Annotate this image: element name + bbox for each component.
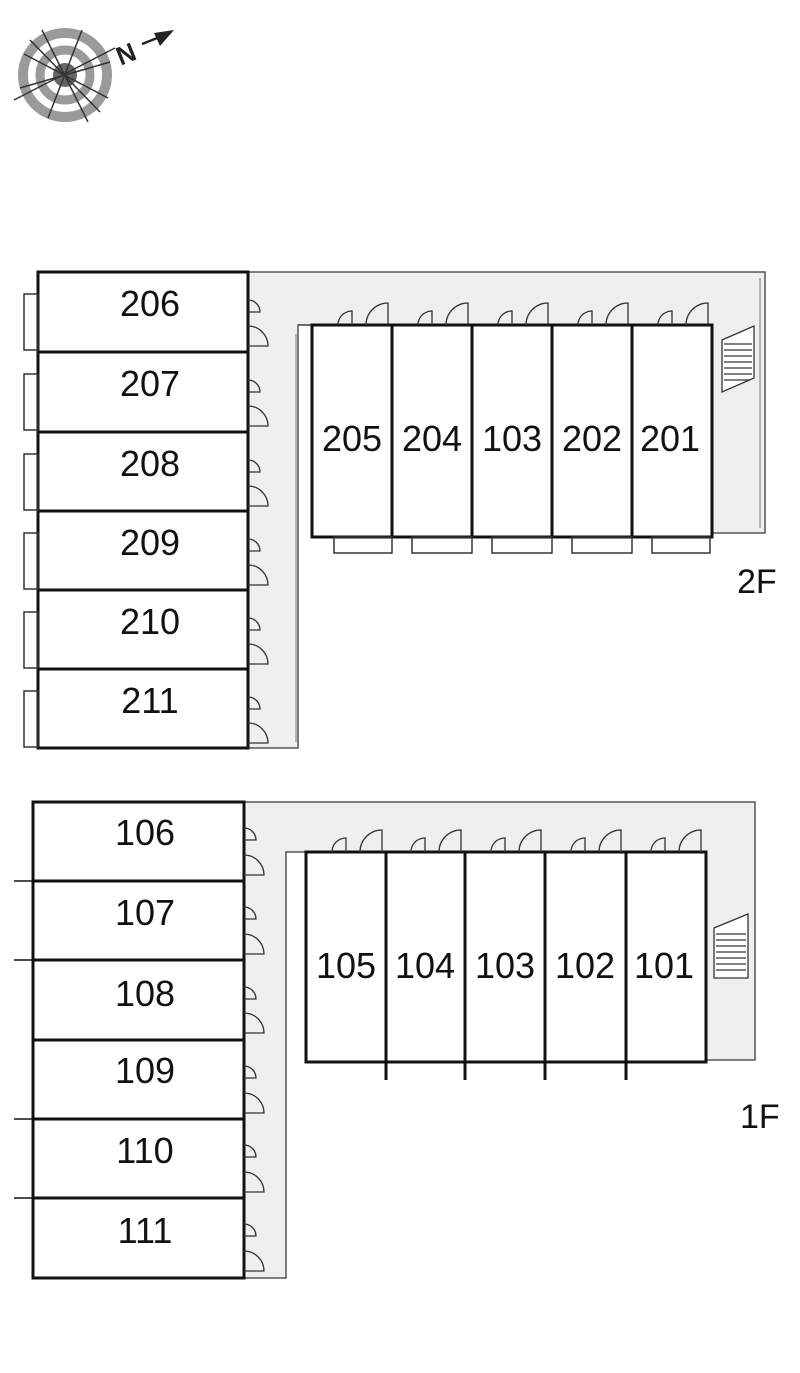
east-units-1f: 105 104 103 102 101 (304, 829, 708, 1080)
unit-105: 105 (316, 945, 376, 986)
unit-201: 201 (640, 418, 700, 459)
unit-107: 107 (115, 892, 175, 933)
floor-label-1f: 1F (740, 1098, 780, 1136)
unit-110: 110 (116, 1130, 173, 1171)
unit-108: 108 (115, 973, 175, 1014)
unit-209: 209 (120, 522, 180, 563)
north-label: N (112, 36, 141, 71)
unit-208: 208 (120, 443, 180, 484)
unit-102: 102 (555, 945, 615, 986)
compass-icon: N (13, 28, 174, 123)
unit-101: 101 (634, 945, 694, 986)
floor-label-2f: 2F (737, 563, 777, 601)
unit-207: 207 (120, 363, 180, 404)
floor-2f: 206 207 208 209 210 211 (23, 270, 777, 750)
unit-111: 111 (118, 1210, 173, 1251)
unit-106: 106 (115, 812, 175, 853)
unit-210: 210 (120, 601, 180, 642)
unit-202: 202 (562, 418, 622, 459)
east-units-2f: 205 204 103 202 201 (310, 302, 714, 554)
west-units-1f: 106 107 108 109 110 111 (14, 800, 265, 1280)
unit-109: 109 (115, 1050, 175, 1091)
unit-103-upper: 103 (482, 418, 542, 459)
floor-1f: 106 107 108 109 110 111 105 104 103 (14, 800, 780, 1280)
stairs-icon (721, 325, 755, 393)
stairs-icon (713, 913, 749, 979)
unit-206: 206 (120, 283, 180, 324)
unit-205: 205 (322, 418, 382, 459)
west-units-2f: 206 207 208 209 210 211 (23, 270, 269, 750)
unit-204: 204 (402, 418, 462, 459)
unit-103-lower: 103 (475, 945, 535, 986)
unit-104: 104 (395, 945, 455, 986)
unit-211: 211 (121, 680, 178, 721)
